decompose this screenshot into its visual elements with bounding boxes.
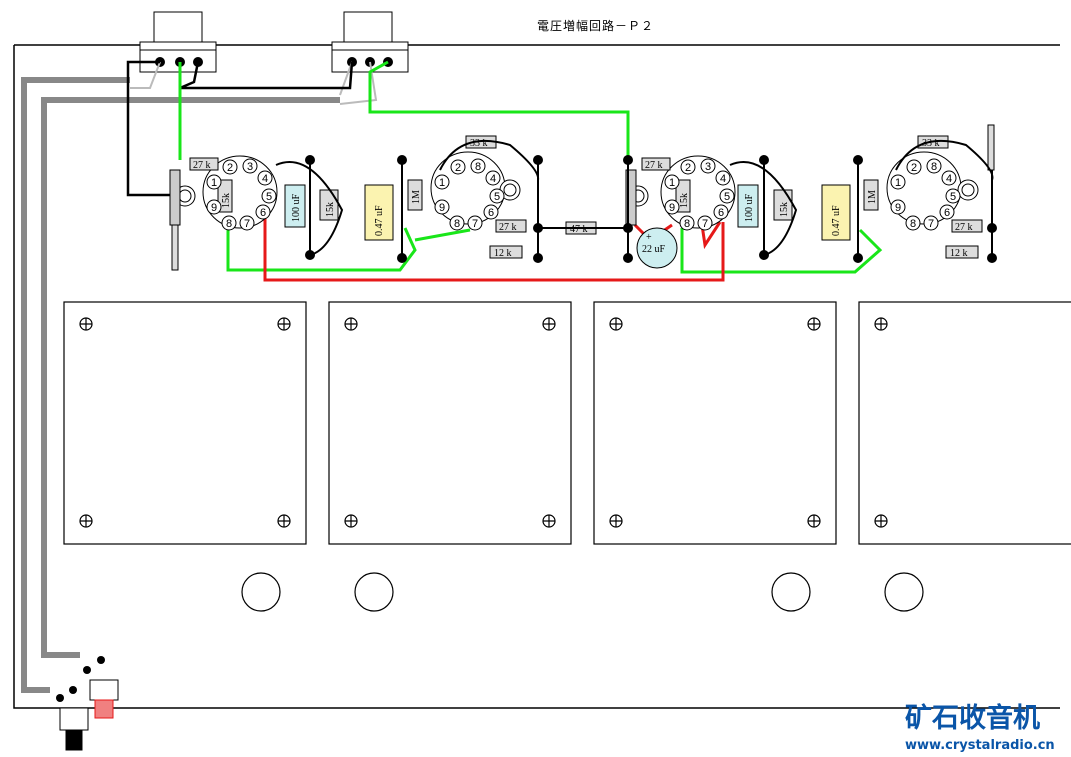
pin-label: 7 xyxy=(702,218,708,230)
gray-cables xyxy=(21,61,378,693)
res-label: 1M xyxy=(867,190,878,204)
cap-label: 100 uF xyxy=(744,194,755,223)
tube-pin-numbers: 1 2 3 4 5 6 7 8 9 1 2 8 4 5 6 7 8 9 1 2 … xyxy=(206,158,961,231)
res-label: 15k xyxy=(221,193,232,208)
chassis-holes xyxy=(241,572,924,612)
pin-label: 2 xyxy=(911,162,917,174)
pin-label: 2 xyxy=(455,162,461,174)
pin-label: 8 xyxy=(931,161,937,173)
pin-label: 6 xyxy=(488,207,494,219)
diagram-title: 電圧増幅回路－Ｐ２ xyxy=(537,18,654,33)
pin-label: 9 xyxy=(669,202,675,214)
screw-icons xyxy=(79,317,888,528)
pin-label: 8 xyxy=(475,161,481,173)
res-label: 27 k xyxy=(193,160,211,171)
pin-label: 5 xyxy=(266,191,272,203)
res-label: 15k xyxy=(679,193,690,208)
pin-label: 8 xyxy=(684,218,690,230)
pin-label: 7 xyxy=(244,218,250,230)
watermark-brand: 矿石收音机 xyxy=(905,702,1040,734)
cover-plates xyxy=(63,301,1071,545)
res-label: 27 k xyxy=(955,222,973,233)
pin-label: 8 xyxy=(454,218,460,230)
tube-stage-3: 27 k 15k + 22 uF 100 uF 15k xyxy=(623,155,798,269)
output-jacks xyxy=(56,656,119,751)
pin-label: 1 xyxy=(669,177,675,189)
res-label: 1M xyxy=(411,190,422,204)
res-label: 27 k xyxy=(499,222,517,233)
pin-label: 2 xyxy=(685,162,691,174)
pin-label: 4 xyxy=(262,173,268,185)
pin-label: 1 xyxy=(895,177,901,189)
pin-label: 8 xyxy=(226,218,232,230)
pin-label: 8 xyxy=(910,218,916,230)
pin-label: 1 xyxy=(211,177,217,189)
pin-label: 9 xyxy=(439,202,445,214)
pin-label: 9 xyxy=(895,202,901,214)
pin-label: 7 xyxy=(928,218,934,230)
pin-label: 7 xyxy=(472,218,478,230)
pin-label: 3 xyxy=(247,161,253,173)
pin-label: 5 xyxy=(950,191,956,203)
res-label: 33 k xyxy=(922,138,940,149)
res-label: 47 k xyxy=(570,224,588,235)
cap-label: 0.47 uF xyxy=(831,205,842,236)
pin-label: 3 xyxy=(705,161,711,173)
cap-label: 100 uF xyxy=(291,194,302,223)
tube-stage-1: 27 k 15k 100 uF 15k xyxy=(169,155,344,271)
pin-label: 5 xyxy=(724,191,730,203)
pin-label: 4 xyxy=(490,173,496,185)
res-label: 15k xyxy=(779,202,790,217)
tube-stage-4: 0.47 uF 1M 33 k 27 k 12 k xyxy=(821,124,997,263)
pin-label: 4 xyxy=(946,173,952,185)
pin-label: 6 xyxy=(944,207,950,219)
pin-label: 6 xyxy=(260,207,266,219)
res-label: 12 k xyxy=(494,248,512,259)
cap-label: 0.47 uF xyxy=(374,205,385,236)
cap-label: 22 uF xyxy=(642,244,666,255)
res-label: 15k xyxy=(325,202,336,217)
cap-polarity: + xyxy=(646,232,652,243)
res-label: 27 k xyxy=(645,160,663,171)
pin-label: 5 xyxy=(494,191,500,203)
res-label: 33 k xyxy=(470,138,488,149)
pin-label: 4 xyxy=(720,173,726,185)
pin-label: 2 xyxy=(227,162,233,174)
green-wires xyxy=(178,60,883,274)
pin-label: 9 xyxy=(211,202,217,214)
pin-label: 1 xyxy=(439,177,445,189)
tube-stage-2: 0.47 uF 1M 33 k 27 k 12 k 47 k xyxy=(364,135,628,263)
watermark-site: www.crystalradio.cn xyxy=(905,738,1055,753)
pin-label: 6 xyxy=(718,207,724,219)
res-label: 12 k xyxy=(950,248,968,259)
